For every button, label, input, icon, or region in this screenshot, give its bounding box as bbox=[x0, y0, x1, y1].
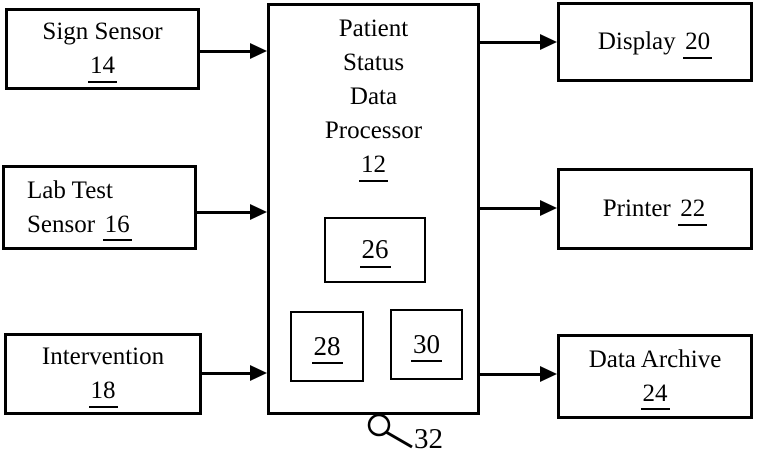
module-28-box: 28 bbox=[290, 311, 364, 382]
arrowhead-icon bbox=[540, 200, 557, 216]
processor-label-line3: Data bbox=[349, 83, 398, 110]
module-30-ref: 30 bbox=[411, 329, 442, 363]
sign-sensor-box: Sign Sensor 14 bbox=[5, 8, 200, 90]
arrowhead-icon bbox=[540, 34, 557, 50]
arrow-sign-sensor-to-processor bbox=[200, 43, 267, 59]
processor-label-line2: Status bbox=[342, 49, 405, 76]
display-ref: 20 bbox=[683, 28, 713, 59]
arrow-processor-to-data-archive bbox=[480, 366, 557, 382]
arrow-intervention-to-processor bbox=[202, 365, 267, 381]
arrowhead-icon bbox=[250, 43, 267, 59]
processor-label-line1: Patient bbox=[338, 15, 409, 42]
printer-ref: 22 bbox=[678, 195, 708, 226]
arrowhead-icon bbox=[250, 365, 267, 381]
arrow-shaft bbox=[202, 371, 254, 375]
processor-label-line4: Processor bbox=[324, 117, 423, 144]
intervention-box: Intervention 18 bbox=[4, 333, 202, 415]
data-archive-ref: 24 bbox=[640, 380, 670, 410]
arrow-processor-to-printer bbox=[480, 200, 557, 216]
arrow-shaft bbox=[200, 49, 254, 53]
arrow-shaft bbox=[197, 210, 254, 214]
printer-label: Printer bbox=[602, 195, 671, 222]
intervention-label: Intervention bbox=[41, 343, 165, 370]
module-28-ref: 28 bbox=[311, 331, 343, 365]
arrow-shaft bbox=[480, 372, 544, 376]
processor-ref: 12 bbox=[359, 151, 388, 182]
module-26-box: 26 bbox=[324, 217, 426, 283]
sign-sensor-ref: 14 bbox=[88, 52, 117, 83]
arrowhead-icon bbox=[540, 366, 557, 382]
printer-box: Printer 22 bbox=[557, 168, 753, 250]
arrow-shaft bbox=[480, 40, 544, 44]
callout-ref-32: 32 bbox=[414, 423, 443, 455]
arrowhead-icon bbox=[250, 204, 267, 220]
arrow-shaft bbox=[480, 206, 544, 210]
display-label: Display bbox=[597, 28, 676, 55]
data-archive-label: Data Archive bbox=[588, 345, 722, 373]
arrow-lab-test-sensor-to-processor bbox=[197, 204, 267, 220]
module-26-ref: 26 bbox=[359, 234, 391, 268]
lab-test-sensor-label-line1: Lab Test bbox=[27, 176, 113, 204]
lab-test-sensor-label-line2: Sensor bbox=[27, 210, 96, 238]
sign-sensor-label: Sign Sensor bbox=[42, 18, 163, 45]
lab-test-sensor-ref: 16 bbox=[102, 211, 132, 241]
intervention-ref: 18 bbox=[88, 377, 118, 408]
data-archive-box: Data Archive 24 bbox=[557, 334, 753, 419]
display-box: Display 20 bbox=[557, 2, 753, 82]
arrow-processor-to-display bbox=[480, 34, 557, 50]
callout-circle-icon bbox=[367, 413, 413, 449]
module-30-box: 30 bbox=[390, 309, 463, 380]
